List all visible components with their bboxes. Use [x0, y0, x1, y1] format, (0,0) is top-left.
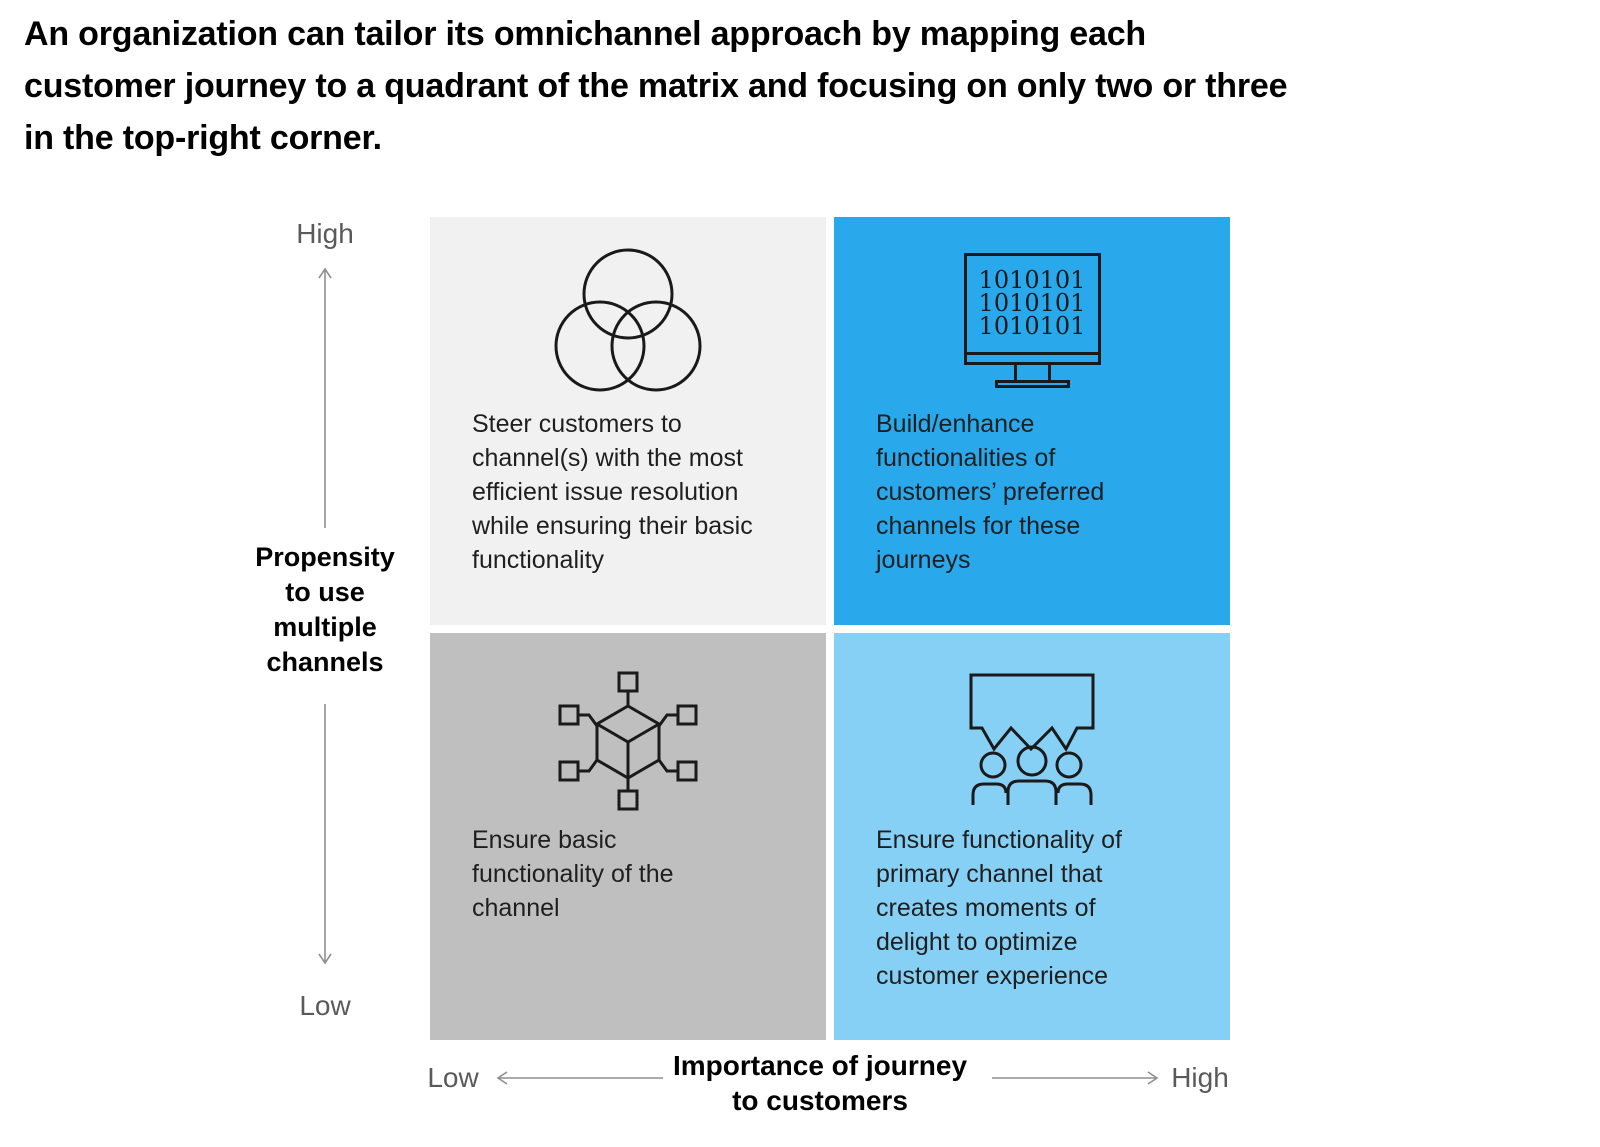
two-by-two-matrix: Steer customers to channel(s) with the m…: [430, 217, 1230, 1040]
monitor-stand-base: [994, 379, 1070, 388]
y-axis-down-arrow-icon: [318, 704, 332, 965]
binary-code-text: 1010101 1010101 1010101: [978, 266, 1086, 340]
quadrant-top-left: Steer customers to channel(s) with the m…: [430, 217, 826, 625]
page-title: An organization can tailor its omnichann…: [24, 15, 1288, 157]
cube-network-icon: [430, 661, 826, 811]
venn-circles-icon: [430, 245, 826, 395]
quadrant-bottom-right-text: Ensure functionality of primary channel …: [876, 825, 1122, 990]
quadrant-bottom-left: Ensure basic functionality of the channe…: [430, 632, 826, 1040]
x-axis-title: Importance of journey to customers: [672, 1050, 968, 1116]
monitor-stand-neck: [1013, 364, 1051, 380]
binary-monitor-icon: 1010101 1010101 1010101: [834, 245, 1230, 395]
y-axis-up-arrow-icon: [318, 267, 332, 528]
quadrant-bottom-right: Ensure functionality of primary channel …: [834, 632, 1230, 1040]
x-axis-low-label: Low: [427, 1062, 479, 1093]
x-axis-high-label: High: [1171, 1062, 1229, 1093]
quadrant-top-left-text: Steer customers to channel(s) with the m…: [472, 410, 753, 574]
x-axis-left-arrow-icon: [496, 1071, 663, 1085]
y-axis-high-label: High: [296, 218, 354, 249]
quadrant-bottom-left-text: Ensure basic functionality of the channe…: [472, 825, 674, 922]
y-axis-low-label: Low: [299, 990, 351, 1021]
quadrant-top-right-text: Build/enhance functionalities of custome…: [876, 410, 1105, 574]
quadrant-top-right: 1010101 1010101 1010101 Build/enhance fu…: [834, 217, 1230, 625]
speech-bubble-people-icon: [834, 661, 1230, 811]
monitor-bezel: [966, 351, 1098, 362]
x-axis-right-arrow-icon: [992, 1071, 1159, 1085]
y-axis-title: Propensity to use multiple channels: [255, 542, 395, 677]
